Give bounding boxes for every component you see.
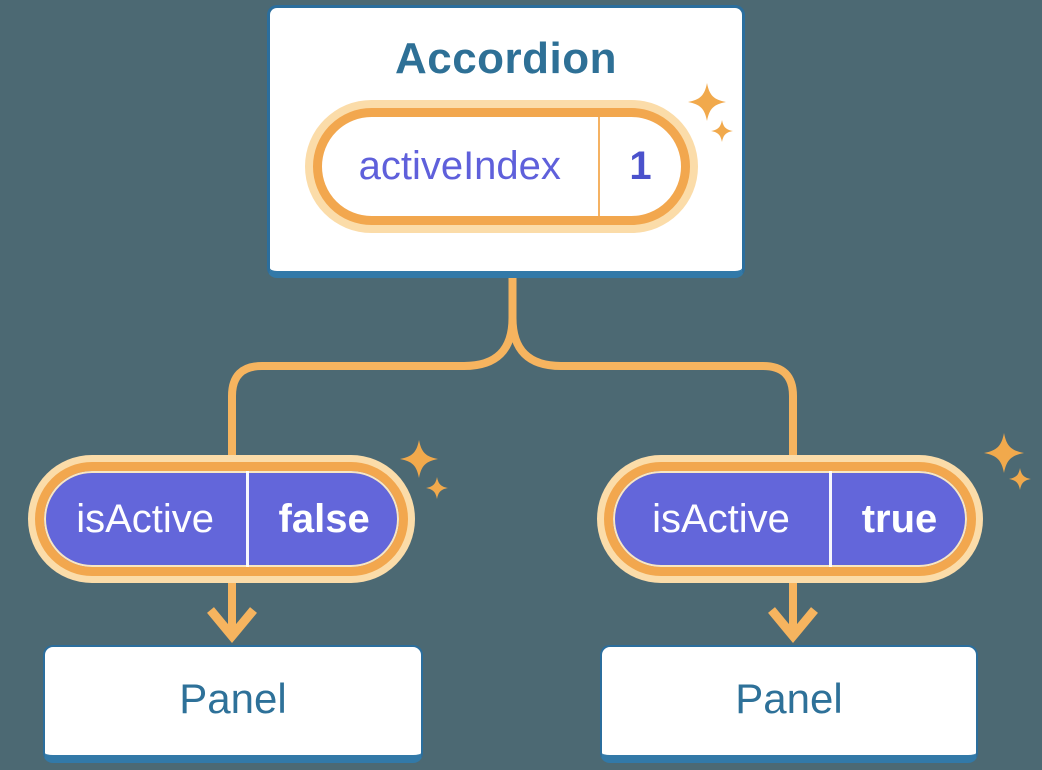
prop-name: isActive xyxy=(652,496,790,541)
sparkle-icon xyxy=(688,83,726,121)
branch-right-line xyxy=(508,317,797,632)
prop-value: false xyxy=(278,496,370,541)
sparkle-icon xyxy=(711,120,733,142)
pill-divider xyxy=(246,471,250,567)
branch-left-line xyxy=(228,317,517,632)
pill-divider xyxy=(597,117,600,216)
panel-title: Panel xyxy=(179,675,287,722)
accordion-title: Accordion xyxy=(394,34,618,83)
prop-pill-isactive-true: isActive true xyxy=(604,462,976,576)
prop-value: true xyxy=(861,496,938,541)
state-name: activeIndex xyxy=(358,144,561,188)
sparkle-icon xyxy=(1009,468,1031,490)
state-value: 1 xyxy=(629,144,652,188)
prop-name: isActive xyxy=(76,496,215,541)
sparkle-icon xyxy=(426,477,448,499)
panel-node-right: Panel xyxy=(600,645,978,763)
sparkle-icon xyxy=(984,433,1024,473)
panel-node-left: Panel xyxy=(43,645,423,763)
arrow-down-icon xyxy=(768,607,818,644)
accordion-node: Accordion activeIndex 1 xyxy=(267,5,745,278)
arrow-down-icon xyxy=(207,607,257,644)
pill-divider xyxy=(829,471,832,567)
panel-title: Panel xyxy=(735,675,843,722)
prop-pill-isactive-false: isActive false xyxy=(35,462,408,576)
sparkle-icon xyxy=(400,440,438,478)
state-pill-activeindex: activeIndex 1 xyxy=(313,108,690,225)
